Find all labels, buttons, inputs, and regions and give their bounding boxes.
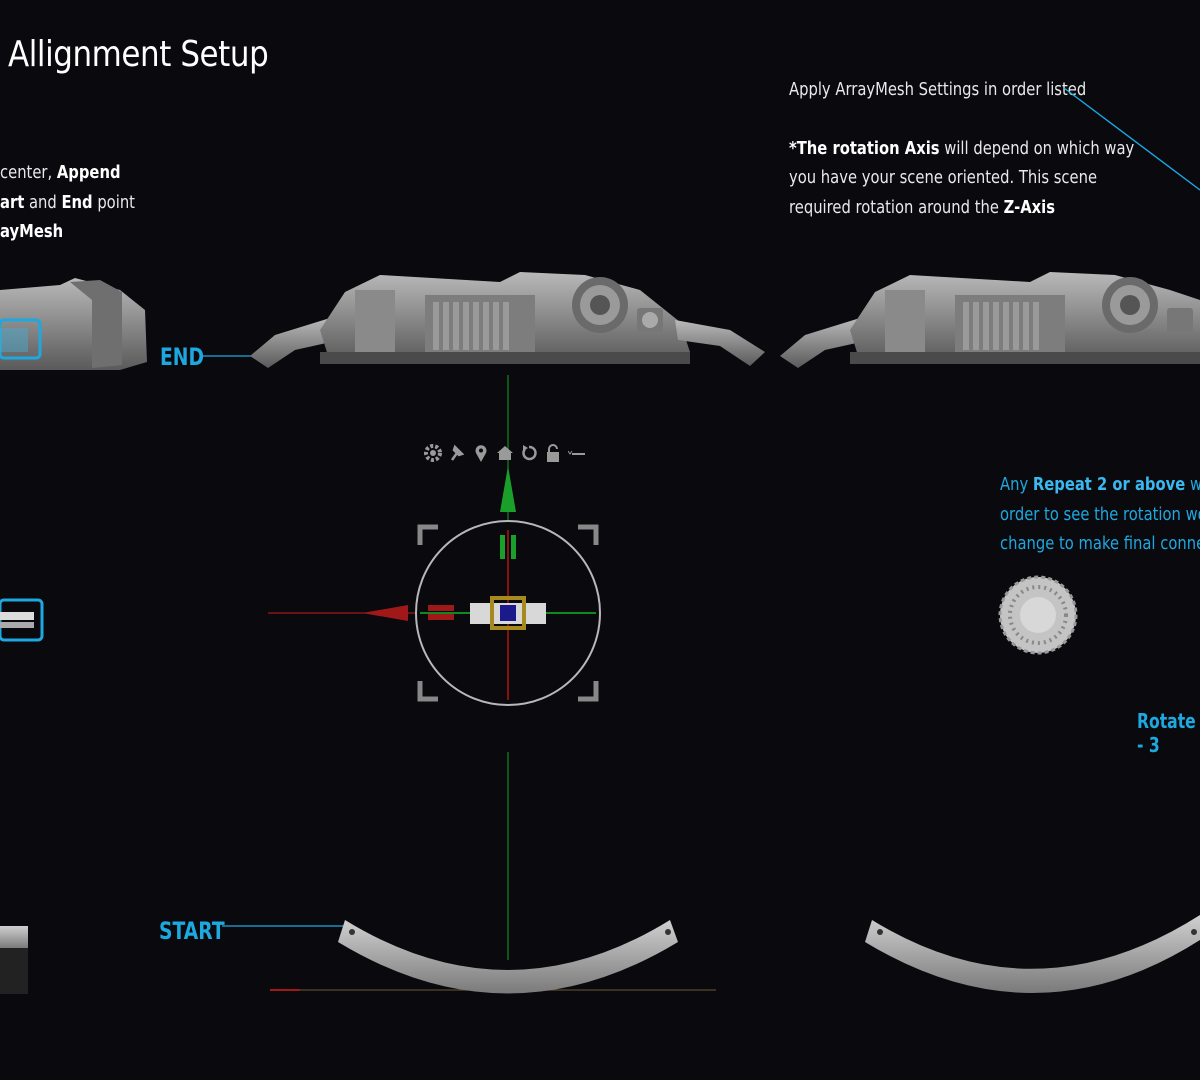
gear-preview xyxy=(998,575,1078,655)
start-arc-right xyxy=(865,915,1200,994)
left-device-model xyxy=(0,278,147,370)
lock-icon[interactable] xyxy=(544,442,562,464)
home-icon[interactable] xyxy=(496,442,514,464)
gear-icon[interactable] xyxy=(424,442,442,464)
left-selected-part xyxy=(0,598,44,642)
reset-icon[interactable] xyxy=(520,442,538,464)
start-label: START xyxy=(159,917,225,945)
center-device-model xyxy=(250,272,765,368)
pin-icon[interactable] xyxy=(448,442,466,464)
page-title: Allignment Setup xyxy=(8,34,269,75)
start-arc-center xyxy=(338,920,678,994)
left-instructions: center, Append art and End point ayMesh xyxy=(0,162,135,242)
location-icon[interactable] xyxy=(472,442,490,464)
rotate-label: Rotate - 3 xyxy=(1137,709,1196,757)
minus-icon[interactable] xyxy=(567,442,586,464)
end-label: END xyxy=(160,343,204,371)
settings-leader-line xyxy=(1063,87,1200,191)
right-device-model xyxy=(780,272,1200,368)
transform-gizmo xyxy=(362,466,601,706)
repeat-note: Any Repeat 2 or above will ge order to s… xyxy=(1000,474,1200,554)
right-instructions: Apply ArrayMesh Settings in order listed… xyxy=(789,79,1135,218)
gizmo-toolbar xyxy=(424,442,586,464)
